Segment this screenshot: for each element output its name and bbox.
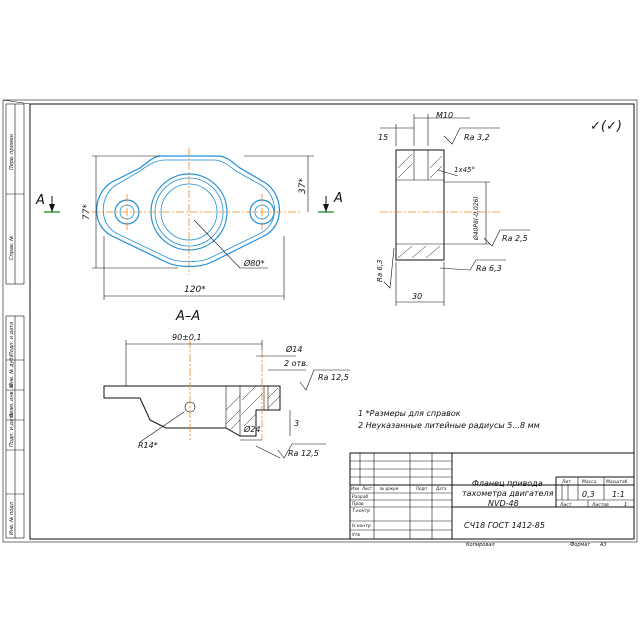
col-date: Дата [435, 486, 447, 491]
title-line-3: NVD-48 [488, 499, 519, 508]
dim-ra32: Ra 3,2 [464, 133, 490, 142]
dim-phi40: Ø40Р8(-0,026) [473, 196, 480, 241]
section-title: А–А [175, 309, 200, 324]
dim-ra63-left: Ra 6,3 [376, 259, 384, 282]
dim-phi24: Ø24 [243, 424, 260, 434]
section-a-a-view [103, 340, 350, 459]
frame-corner-line [2, 99, 31, 105]
side-stamp-label: Подп. и дата [9, 322, 15, 356]
dim-phi80: Ø80* [243, 258, 264, 268]
hatching [397, 153, 443, 259]
sheet-label: Лист [559, 502, 572, 508]
dim-m10: М10 [436, 111, 453, 120]
head-scale: Масштаб [606, 479, 628, 485]
dim-37: 37* [298, 178, 308, 194]
side-stamp-label: Подп. и дата [9, 413, 15, 447]
dim-ra25: Ra 2,5 [502, 234, 528, 243]
plan-view [44, 148, 334, 300]
dim-phi14: Ø14 [285, 344, 302, 354]
col-list: Лист [361, 486, 373, 491]
side-section-view [380, 114, 530, 306]
dim-77: 77* [82, 204, 92, 220]
dim-3: 3 [294, 419, 299, 428]
col-sign: Подп [416, 486, 427, 491]
title-block [349, 452, 635, 540]
side-stamp-label: Инв. № дубл [9, 354, 15, 387]
side-stamp-label: Справ. № [9, 236, 15, 260]
dim-ra125-a: Ra 12,5 [318, 373, 349, 382]
format-label: Формат [570, 542, 591, 548]
dim-15: 15 [378, 133, 388, 142]
dim-2otv: 2 отв. [284, 359, 308, 368]
title-line-2: тахометра двигателя [462, 489, 554, 498]
col-doc: № докум [379, 486, 398, 491]
head-lit: Лит [561, 479, 571, 485]
row-razrab: Разраб [352, 494, 368, 500]
surface-roughness-symbol: ✓(✓) [590, 119, 622, 134]
sheet-outer-border [2, 99, 638, 543]
dim-r14: R14* [138, 441, 158, 450]
row-prov: Пров [352, 501, 364, 507]
dim-30: 30 [412, 292, 422, 301]
section-label-a-left: А [35, 193, 45, 208]
sheets-count: 1 [624, 502, 627, 508]
material-label: СЧ18 ГОСТ 1412-85 [464, 521, 545, 530]
hatching [225, 385, 281, 431]
side-stamp-label: Перв. примен [9, 133, 15, 170]
copied-label: Копировал [466, 542, 495, 548]
head-mass: Масса [582, 479, 597, 485]
side-stamp: Перв. примен Справ. № Подп. и дата Инв. … [5, 103, 25, 539]
sheets-label: Листов [591, 502, 609, 508]
side-stamp-label: Инв. № подл [9, 501, 15, 535]
dim-ra63-right: Ra 6,3 [476, 264, 502, 273]
note-1: 1 *Размеры для справок [358, 409, 461, 418]
title-line-1: Фланец привода [472, 479, 543, 488]
dim-120: 120* [184, 285, 206, 295]
scale-value: 1:1 [612, 490, 625, 499]
side-stamp-label: Взам. инв. № [9, 383, 15, 417]
dim-90: 90±0,1 [172, 333, 202, 342]
sheet-inner-frame [29, 103, 635, 540]
note-2: 2 Неуказанные литейные радиусы 5...8 мм [358, 421, 540, 430]
section-label-a-right: А [333, 191, 343, 206]
format-value: А3 [599, 542, 607, 548]
mass-value: 0,3 [582, 490, 595, 499]
row-utv: Утв [352, 532, 360, 538]
col-izm: Изм [351, 486, 359, 491]
row-nkontr: Н.контр [352, 523, 371, 529]
dim-chamfer: 1х45° [454, 166, 475, 174]
dim-ra125-b: Ra 12,5 [288, 449, 319, 458]
row-tkontr: Т.контр [352, 508, 370, 514]
